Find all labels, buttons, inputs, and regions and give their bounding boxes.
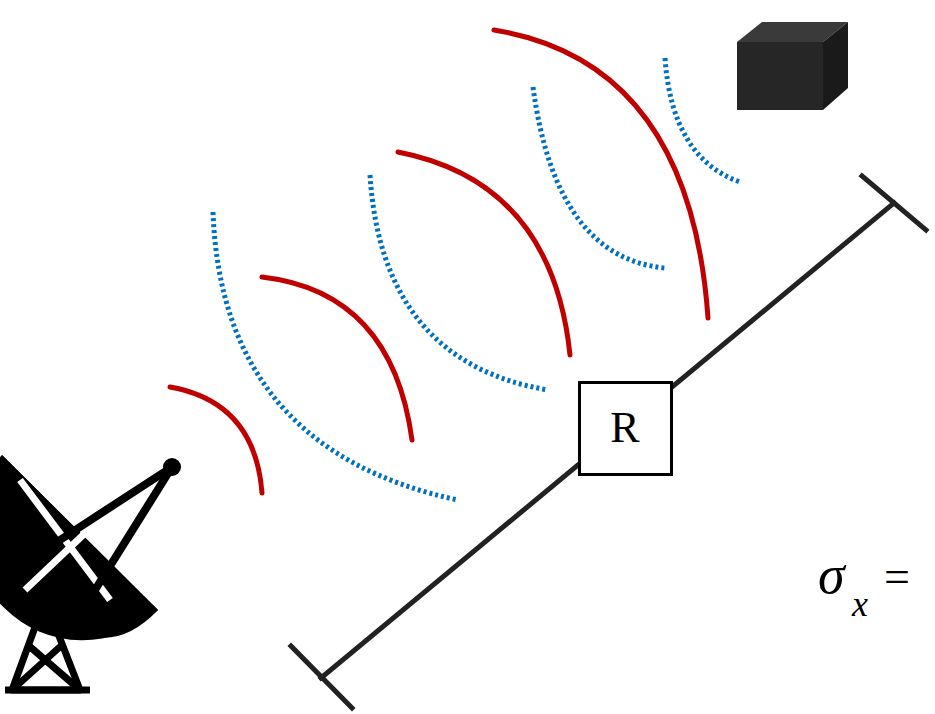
receiver-box: R — [578, 381, 673, 476]
node-label: R — [610, 406, 639, 450]
sigma-symbol: σ — [818, 548, 845, 602]
bracket — [291, 176, 926, 708]
wavefront-solid — [170, 30, 708, 493]
subscript: x — [852, 586, 868, 622]
satellite-dish — [0, 455, 181, 690]
wavefront-dotted — [213, 58, 740, 500]
target-cube — [737, 22, 848, 110]
equals-sign: = — [884, 554, 910, 600]
